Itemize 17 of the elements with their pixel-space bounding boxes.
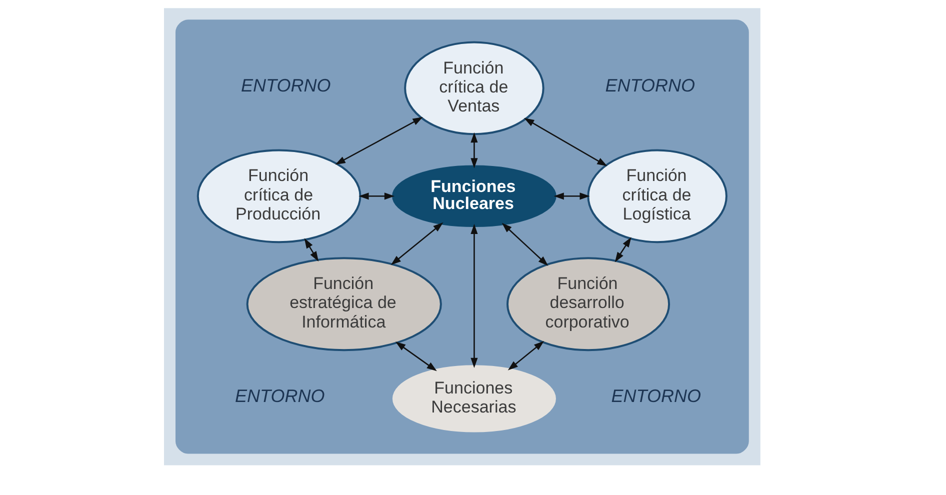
arrow bbox=[502, 222, 548, 266]
arrow bbox=[304, 238, 319, 262]
node-ellipse: Función crítica de Logística bbox=[587, 149, 728, 244]
arrow bbox=[524, 118, 608, 166]
arrow bbox=[508, 341, 544, 370]
node-ellipse: Función crítica de Ventas bbox=[404, 41, 544, 136]
arrow bbox=[470, 224, 478, 368]
arrow bbox=[358, 192, 395, 200]
arrow bbox=[390, 222, 444, 266]
arrow bbox=[335, 117, 423, 165]
node-ellipse: Funciones Nucleares bbox=[392, 165, 556, 228]
arrow bbox=[614, 237, 632, 262]
arrow bbox=[395, 342, 437, 372]
node-ellipse: Funciones Necesarias bbox=[392, 365, 556, 432]
node-ellipse: Función crítica de Producción bbox=[196, 149, 362, 244]
arrow bbox=[470, 132, 478, 168]
arrow bbox=[554, 192, 590, 200]
